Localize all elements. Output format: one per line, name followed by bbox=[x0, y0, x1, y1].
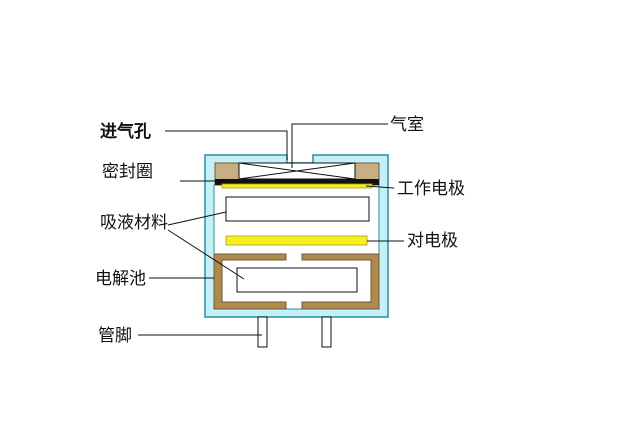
leader-working-electrode bbox=[365, 185, 395, 189]
leader-inlet bbox=[165, 130, 288, 160]
leader-absorbent-1 bbox=[167, 211, 227, 226]
absorbent-lower bbox=[236, 267, 358, 293]
label-pins: 管脚 bbox=[98, 326, 132, 346]
label-working-electrode: 工作电极 bbox=[397, 179, 465, 199]
electrolyte-cell bbox=[213, 253, 380, 310]
label-absorbent-material: 吸液材料 bbox=[100, 213, 168, 233]
label-gas-chamber: 气室 bbox=[390, 115, 424, 135]
seal-strip bbox=[215, 179, 379, 185]
label-counter-electrode: 对电极 bbox=[407, 231, 458, 251]
counter-electrode bbox=[225, 235, 368, 246]
working-electrode bbox=[221, 183, 373, 189]
pin-right bbox=[321, 316, 332, 348]
leader-absorbent-2 bbox=[167, 229, 245, 280]
absorbent-upper bbox=[225, 196, 370, 222]
leader-gas-chamber bbox=[291, 123, 388, 168]
gas-chamber-cross-2 bbox=[238, 162, 356, 180]
label-inlet: 进气孔 bbox=[100, 121, 151, 142]
label-seal-ring: 密封圈 bbox=[102, 162, 153, 182]
pin-left bbox=[257, 316, 268, 348]
label-electrolyte-cell: 电解池 bbox=[95, 269, 146, 289]
